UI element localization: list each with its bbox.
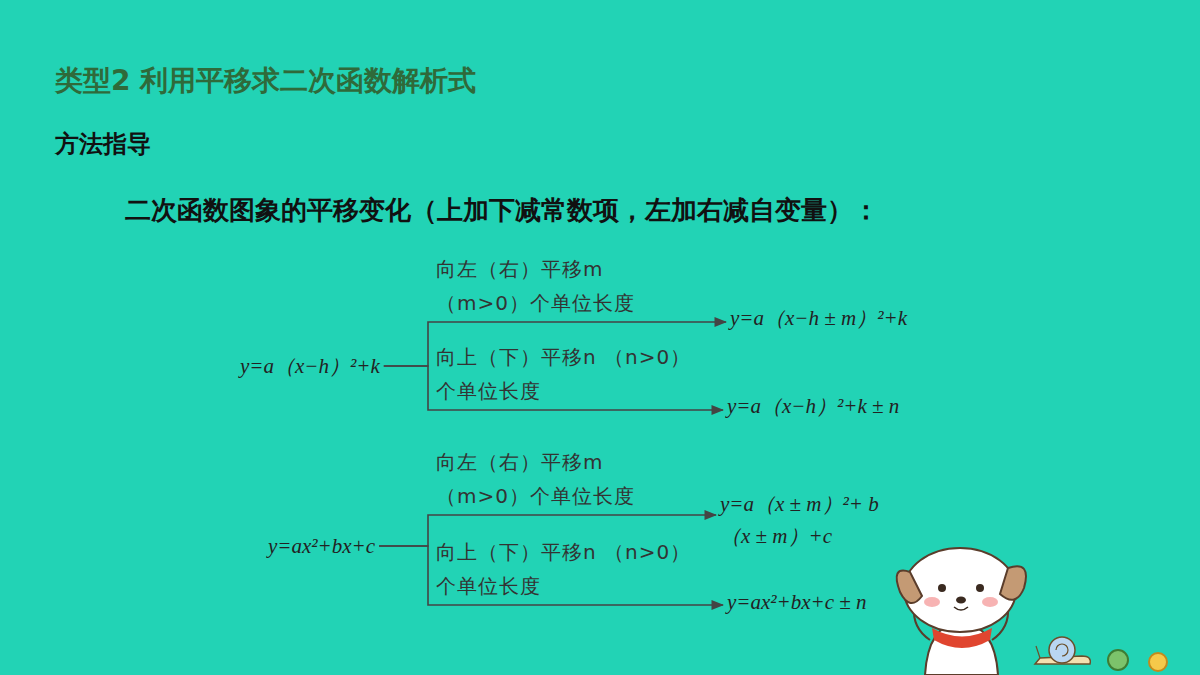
puppy-cheek bbox=[924, 597, 940, 607]
puppy-illustration bbox=[897, 548, 1026, 675]
puppy-eye bbox=[976, 584, 984, 592]
shift-label: 向左（右）平移m （m>0）个单位长度 bbox=[436, 252, 701, 320]
formula-node: y=a（x−h）²+k ± n bbox=[727, 390, 899, 422]
puppy-eye bbox=[938, 584, 946, 592]
puppy-mouth bbox=[954, 607, 968, 610]
slide-title: 类型2 利用平移求二次函数解析式 bbox=[55, 62, 476, 100]
formula-text: y=a（x−h）²+k bbox=[240, 350, 380, 382]
formula-text: y=a（x−h）²+k ± n bbox=[727, 390, 899, 422]
formula-node: y=a（x ± m）²+ b（x ± m）+c bbox=[720, 488, 880, 552]
shift-label: 向上（下）平移n （n>0）个单位长度 bbox=[436, 535, 701, 603]
puppy-ear bbox=[897, 571, 922, 604]
formula-node: y=ax²+bx+c bbox=[268, 530, 375, 562]
formula-node: y=a（x−h ± m）²+k bbox=[730, 302, 907, 334]
shift-label: 向上（下）平移n （n>0）个单位长度 bbox=[436, 340, 701, 408]
shift-arrow bbox=[384, 366, 723, 410]
snail-spiral bbox=[1056, 644, 1068, 656]
section-heading: 方法指导 bbox=[55, 128, 151, 160]
shift-label: 向左（右）平移m （m>0）个单位长度 bbox=[436, 445, 701, 513]
formula-node: y=ax²+bx+c ± n bbox=[727, 586, 867, 618]
decor-ball bbox=[1108, 650, 1128, 670]
puppy-nose bbox=[956, 597, 966, 604]
decor-ball bbox=[1149, 653, 1167, 671]
formula-text: y=ax²+bx+c bbox=[268, 530, 375, 562]
snail-antenna bbox=[1036, 646, 1040, 658]
formula-node: y=a（x−h）²+k bbox=[240, 350, 380, 382]
puppy-ear bbox=[1000, 566, 1026, 600]
snail-illustration bbox=[1035, 637, 1090, 664]
formula-text: y=a（x ± m）²+ b（x ± m）+c bbox=[720, 488, 880, 552]
formula-text: y=ax²+bx+c ± n bbox=[727, 586, 867, 618]
puppy-head bbox=[904, 548, 1016, 632]
formula-text: y=a（x−h ± m）²+k bbox=[730, 302, 907, 334]
puppy-cheek bbox=[982, 597, 998, 607]
method-note: 二次函数图象的平移变化（上加下减常数项，左加右减自变量）： bbox=[125, 193, 879, 228]
snail-shell bbox=[1049, 637, 1075, 663]
